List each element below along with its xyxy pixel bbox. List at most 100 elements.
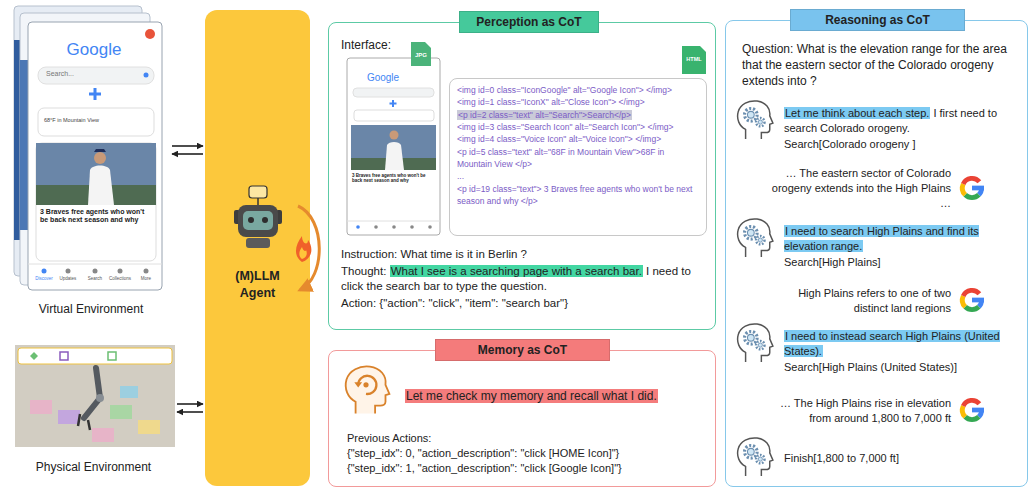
instruction-text: Instruction: What time is it in Berlin ? bbox=[341, 247, 709, 263]
file-type: JPG bbox=[411, 52, 431, 59]
nav-icon bbox=[66, 269, 71, 274]
google-icon bbox=[962, 400, 984, 419]
news-title: 3 Braves free agents who won't be back n… bbox=[40, 208, 152, 225]
text: <p id=5 class="text" alt="68F in Mountai… bbox=[457, 147, 664, 169]
text: ... bbox=[457, 171, 464, 181]
robot-eye bbox=[262, 217, 268, 223]
nav-icon bbox=[356, 225, 360, 229]
text: Interface: bbox=[341, 38, 391, 52]
code-line: <img id=4 class="Voice Icon" alt="Voice … bbox=[457, 133, 699, 145]
text: Let me check my memory and recall what I… bbox=[405, 389, 658, 403]
thinking-head-icon bbox=[738, 324, 773, 362]
nav-label: Discover bbox=[32, 276, 56, 281]
flow-arrow bbox=[177, 403, 203, 405]
action-text: Search[High Plains] bbox=[784, 255, 1016, 270]
text: <img id=1 class="IconX" alt="Close Icon"… bbox=[457, 97, 645, 107]
action-record: {"step_idx": 1, "action_description": "c… bbox=[347, 461, 709, 476]
player-cap bbox=[94, 149, 106, 152]
news-card bbox=[36, 143, 156, 261]
nav-icon bbox=[374, 225, 378, 229]
logo-text: Google bbox=[356, 72, 410, 84]
observation-text: High Plains refers to one of two distinc… bbox=[766, 286, 951, 316]
text: Virtual Environment bbox=[39, 302, 144, 316]
weather-card bbox=[354, 110, 434, 121]
thought-text: Let me think about each step.I first nee… bbox=[784, 106, 1016, 136]
action-text: Search[High Plains (United States)] bbox=[784, 360, 1016, 375]
search-bar bbox=[353, 88, 434, 97]
text: Finish[1,800 to 7,000 ft] bbox=[784, 452, 899, 464]
nav-icon bbox=[392, 225, 396, 229]
arm-joint bbox=[96, 394, 104, 402]
robot-eye bbox=[248, 217, 254, 223]
text: Thought: bbox=[341, 265, 386, 277]
environment-panel: Physical Environment bbox=[12, 342, 175, 482]
mic-icon bbox=[144, 73, 149, 78]
text: What I see is a searching page with a se… bbox=[390, 265, 643, 277]
tile bbox=[58, 410, 80, 424]
screen-edge bbox=[14, 40, 20, 240]
text: {"step_idx": 1, "action_description": "c… bbox=[347, 462, 622, 474]
fire-icon bbox=[296, 236, 311, 262]
code-line: <img id=0 class="IconGoogle" alt="Google… bbox=[457, 84, 699, 96]
speech-bubble bbox=[249, 186, 267, 198]
player-head bbox=[94, 152, 106, 164]
text: I need to instead search High Plains (Un… bbox=[784, 330, 1000, 357]
thought-text: I need to search High Plains and find it… bbox=[784, 224, 1016, 254]
code-line: <img id=3 class="Search Icon" alt="Searc… bbox=[457, 121, 699, 133]
code-line: <img id=1 class="IconX" alt="Close Icon"… bbox=[457, 96, 699, 108]
interface-screenshot bbox=[347, 42, 706, 235]
nav-divider bbox=[347, 221, 440, 222]
logo-text: Google bbox=[54, 40, 134, 60]
thinking-head-icon bbox=[738, 219, 773, 257]
text: Memory as CoT bbox=[478, 342, 567, 358]
search-hint: Search... bbox=[46, 70, 126, 78]
code-line: ... bbox=[457, 170, 699, 182]
google-icon bbox=[962, 178, 984, 197]
action-text: Search[Colorado orogeny ] bbox=[784, 137, 1016, 152]
antenna bbox=[257, 198, 259, 205]
screen-edge bbox=[20, 60, 28, 230]
text: <img id=3 class="Search Icon" alt="Searc… bbox=[457, 122, 673, 132]
phone-screen bbox=[28, 22, 162, 290]
screenshot-stack bbox=[14, 6, 162, 290]
text: Previous Actions: bbox=[347, 432, 431, 444]
panel-title: Reasoning as CoT bbox=[790, 9, 965, 31]
file-type: HTML bbox=[682, 56, 706, 63]
tile bbox=[138, 420, 160, 434]
text: Perception as CoT bbox=[476, 14, 581, 30]
nav-icon bbox=[118, 269, 123, 274]
section-label: Interface: bbox=[341, 37, 451, 53]
tile bbox=[120, 386, 138, 398]
question-text: Question: What is the elevation range fo… bbox=[742, 41, 1017, 90]
plus-icon bbox=[89, 88, 101, 100]
reasoning-panel: Reasoning as CoTQuestion: What is the el… bbox=[725, 20, 1028, 487]
text: (M)LLM Agent bbox=[235, 269, 279, 300]
nav-label: More bbox=[134, 276, 158, 281]
robot-icon bbox=[234, 186, 282, 248]
text: Search[High Plains (United States)] bbox=[784, 361, 957, 373]
observation-text: … The High Plains rise in elevation from… bbox=[766, 396, 951, 426]
block-icon bbox=[108, 352, 116, 360]
plus-icon bbox=[390, 100, 397, 107]
table-surface bbox=[15, 345, 175, 447]
text: Action: {"action": "click", "item": "sea… bbox=[341, 297, 568, 309]
code-line: <p id=5 class="text" alt="68F in Mountai… bbox=[457, 146, 699, 171]
robot-arm bbox=[84, 368, 100, 418]
thinking-head-icon bbox=[738, 438, 773, 476]
action-record: {"step_idx": 0, "action_description": "c… bbox=[347, 446, 709, 461]
text: I need to search High Plains and find it… bbox=[784, 225, 979, 252]
nav-icon bbox=[144, 269, 149, 274]
caption: Physical Environment bbox=[12, 459, 175, 475]
nav-divider bbox=[28, 264, 162, 265]
robot-head bbox=[238, 205, 278, 237]
agent-bar bbox=[205, 10, 310, 486]
weather-text: 68°F in Mountain View bbox=[44, 117, 144, 124]
avatar bbox=[145, 29, 155, 39]
thought-text: Thought: What I see is a searching page w… bbox=[341, 264, 709, 295]
player-head bbox=[390, 131, 399, 140]
jpg-file-icon bbox=[411, 42, 431, 66]
code-line: <p id=19 class="text"> 3 Braves free age… bbox=[457, 183, 699, 208]
gripper bbox=[78, 414, 90, 430]
